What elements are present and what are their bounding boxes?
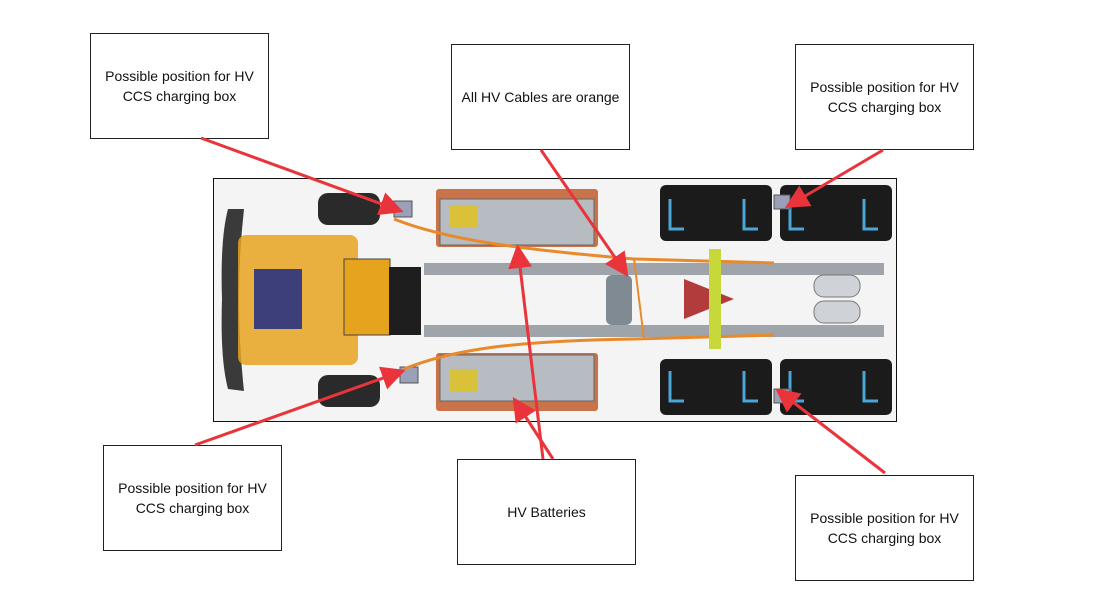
callout-ccs-box-bottom-left: Possible position for HV CCS charging bo… <box>103 445 282 551</box>
drive-unit <box>606 275 632 325</box>
arrow-to-ccs-box-top-right <box>784 148 884 209</box>
arrow-to-battery-bottom <box>512 396 555 460</box>
chassis-illustration <box>213 178 897 422</box>
arrow-to-ccs-box-bottom-right <box>775 388 886 475</box>
callout-hv-cables: All HV Cables are orange <box>451 44 630 150</box>
arrow-to-battery-top <box>508 244 545 460</box>
chassis-rail-left <box>424 263 884 275</box>
arrow-to-hv-cables <box>539 149 629 277</box>
cooling-pipe <box>668 199 758 231</box>
air-tank <box>813 300 861 324</box>
callout-text: Possible position for HV CCS charging bo… <box>810 510 959 546</box>
callout-text: All HV Cables are orange <box>461 89 620 105</box>
callout-text: Possible position for HV CCS charging bo… <box>810 79 959 115</box>
callout-hv-batteries: HV Batteries <box>457 459 636 565</box>
rear-axle <box>709 249 721 349</box>
air-tank <box>813 274 861 298</box>
hv-cable <box>403 333 775 371</box>
hv-cable <box>633 258 645 340</box>
callout-text: HV Batteries <box>507 504 586 520</box>
arrow-to-ccs-box-top-left <box>200 136 404 216</box>
inverter <box>389 267 421 335</box>
callout-text: Possible position for HV CCS charging bo… <box>105 68 254 104</box>
battery-label-top <box>450 205 478 227</box>
battery-label-bottom <box>450 369 478 391</box>
cooling-pipe <box>668 371 758 403</box>
wheel-icon <box>318 193 380 225</box>
callout-ccs-box-top-right: Possible position for HV CCS charging bo… <box>795 44 974 150</box>
callout-ccs-box-top-left: Possible position for HV CCS charging bo… <box>90 33 269 139</box>
arrow-to-ccs-box-bottom-left <box>194 366 406 447</box>
callout-text: Possible position for HV CCS charging bo… <box>118 480 267 516</box>
callout-ccs-box-bottom-right: Possible position for HV CCS charging bo… <box>795 475 974 581</box>
front-module <box>254 269 302 329</box>
